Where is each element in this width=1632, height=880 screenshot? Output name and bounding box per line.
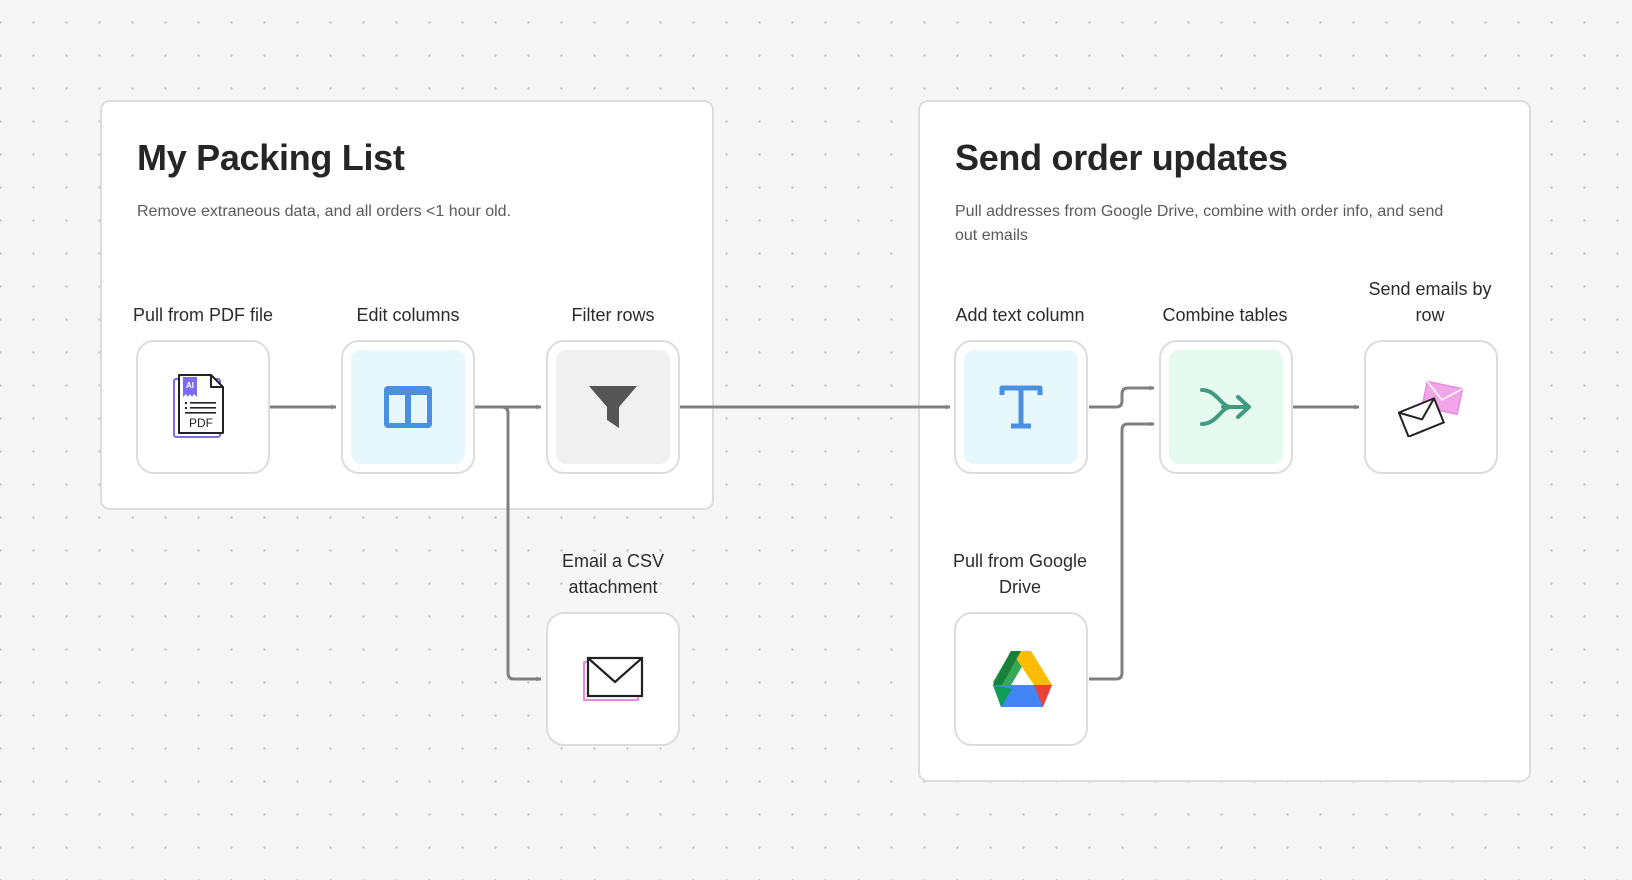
node-label-edit-columns: Edit columns xyxy=(356,305,460,325)
group-description: Remove extraneous data, and all orders <… xyxy=(137,203,512,220)
node-label-filter-rows: Filter rows xyxy=(571,305,655,325)
node-add-text-column[interactable] xyxy=(954,340,1088,474)
node-edit-columns[interactable] xyxy=(341,340,475,474)
node-pull-drive[interactable] xyxy=(954,612,1088,746)
group-title: Send order updates xyxy=(955,137,1288,178)
node-label-pull-pdf: Pull from PDF file xyxy=(132,305,274,325)
node-label-pull-drive: Pull from Google Drive xyxy=(952,551,1088,597)
pdf-file-icon: AI PDF xyxy=(173,374,224,438)
pdf-icon-text: PDF xyxy=(189,416,213,430)
text-t-icon xyxy=(999,385,1043,429)
filter-funnel-icon xyxy=(589,386,637,428)
node-pull-pdf[interactable]: AI PDF xyxy=(136,340,270,474)
envelope-icon xyxy=(583,656,644,701)
connector-drive-to-combine xyxy=(1089,421,1155,681)
merge-arrow-icon xyxy=(1200,388,1251,426)
connector-text-to-combine xyxy=(1089,385,1155,409)
node-filter-rows[interactable] xyxy=(546,340,680,474)
node-label-send-emails: Send emails by row xyxy=(1368,279,1492,325)
node-label-combine-tables: Combine tables xyxy=(1162,305,1288,325)
group-description: Pull addresses from Google Drive, combin… xyxy=(955,203,1444,244)
pdf-badge-text: AI xyxy=(186,381,194,390)
node-label-email-csv: Email a CSV attachment xyxy=(561,551,665,597)
node-email-csv[interactable] xyxy=(546,612,680,746)
google-drive-icon xyxy=(993,651,1052,707)
group-title: My Packing List xyxy=(137,137,405,178)
node-send-emails[interactable] xyxy=(1364,340,1498,474)
envelopes-icon xyxy=(1398,380,1464,437)
node-combine-tables[interactable] xyxy=(1159,340,1293,474)
connector-edit-to-email xyxy=(475,405,542,682)
columns-icon xyxy=(384,386,432,428)
node-label-add-text-column: Add text column xyxy=(955,305,1085,325)
